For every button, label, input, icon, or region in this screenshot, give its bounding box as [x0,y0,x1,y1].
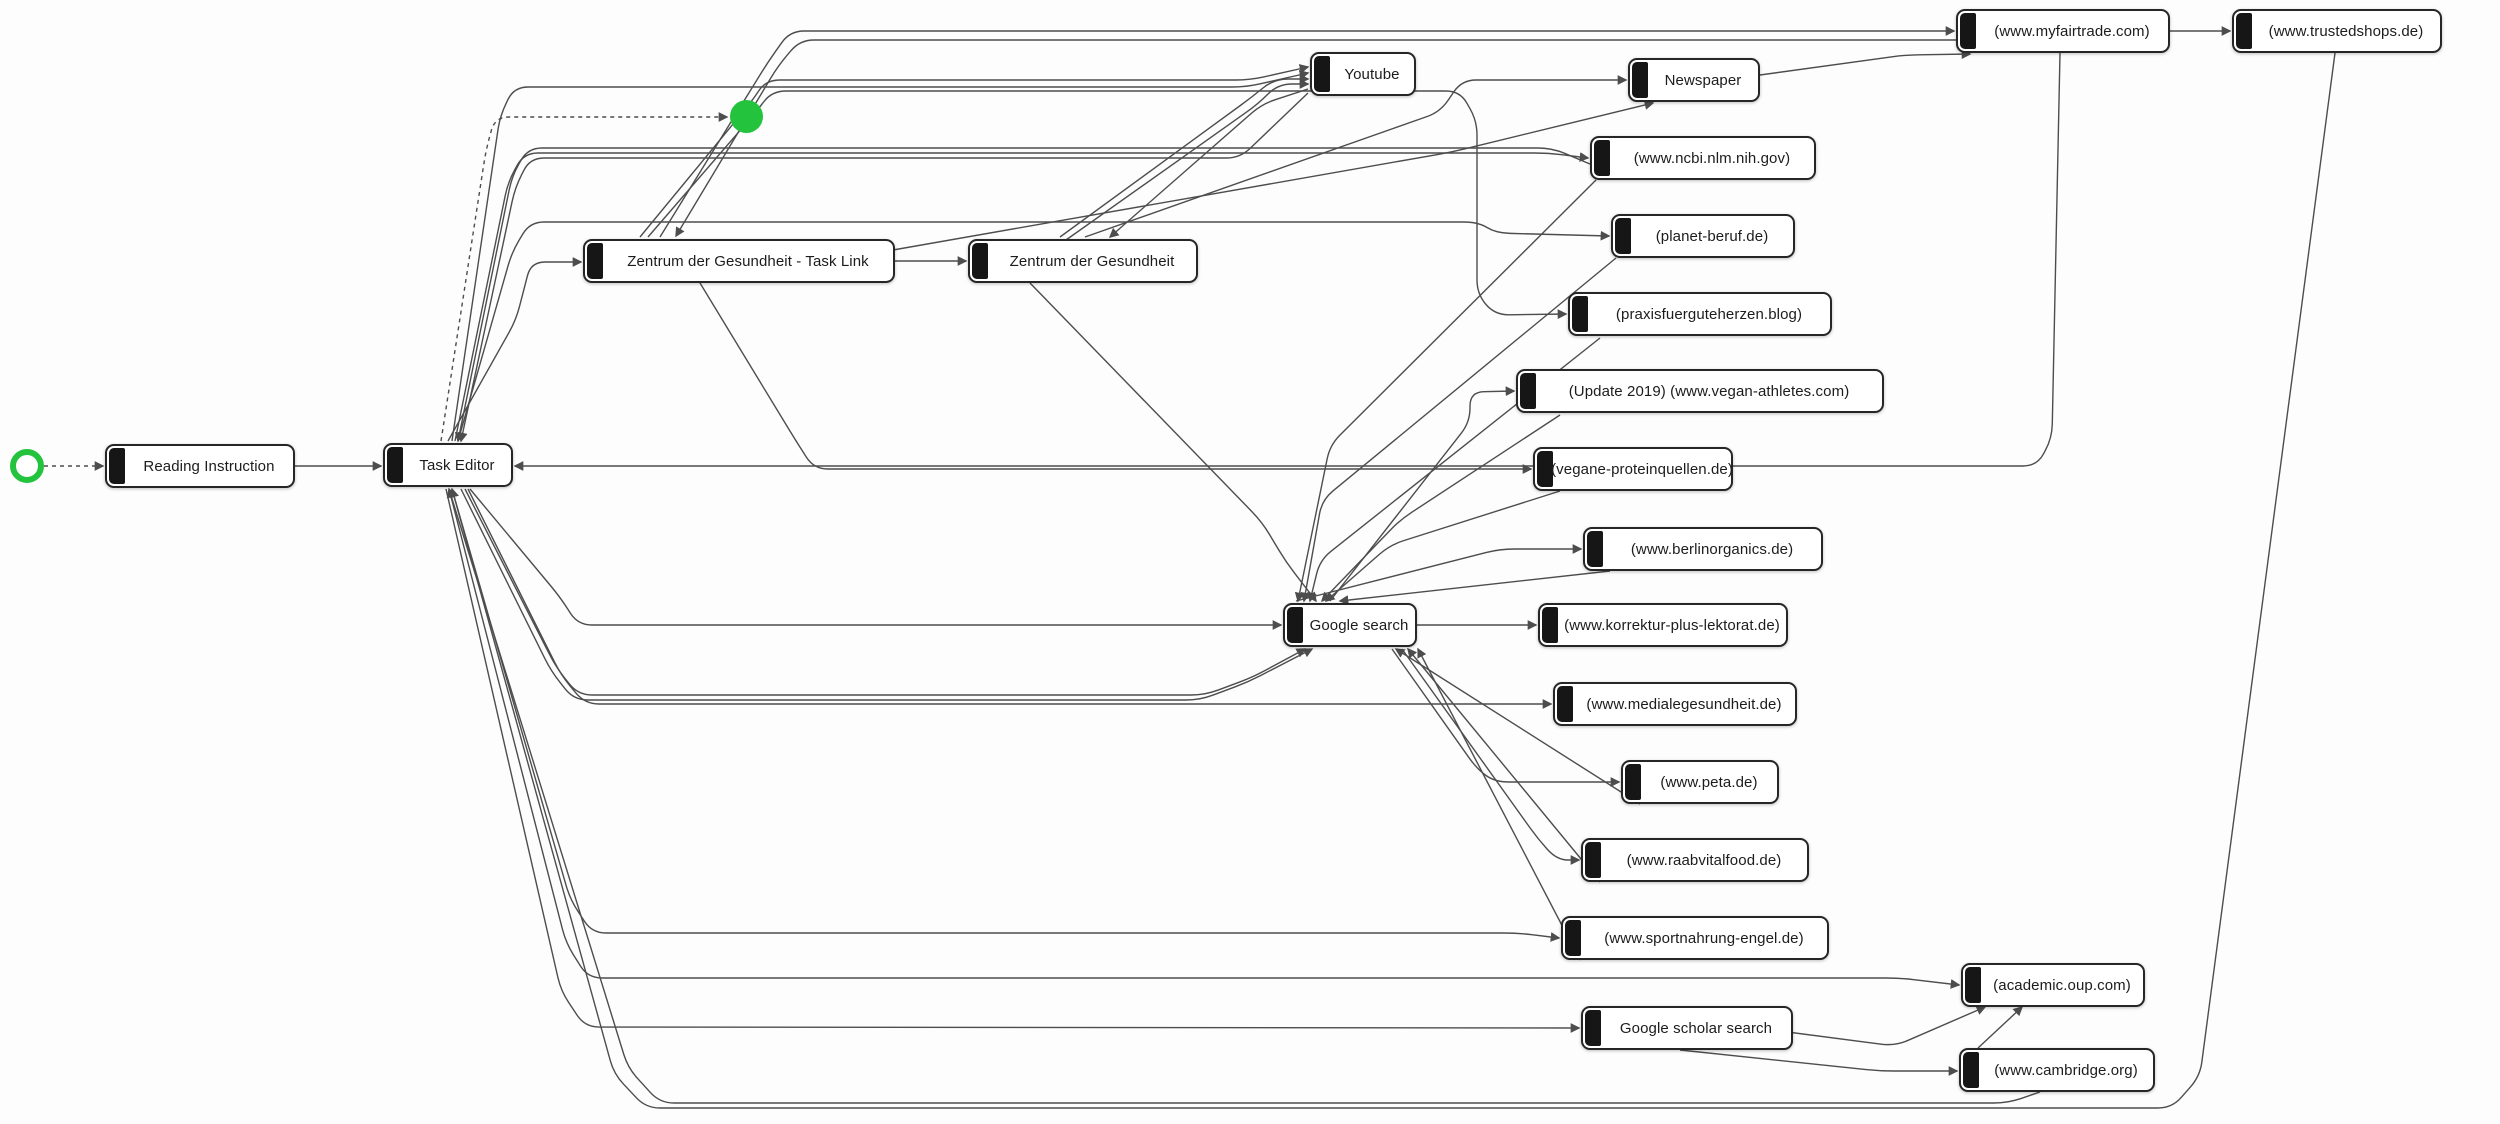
edge-task-editor-to-academic-oup [448,488,1961,989]
node-academic-oup[interactable]: (academic.oup.com) [1961,963,2145,1007]
edge-google-search-to-peta [1391,648,1621,787]
node-trustedshops[interactable]: (www.trustedshops.de) [2232,9,2442,53]
edge-zdg-task-link-to-vegane-proteinquellen [699,282,1533,474]
node-label: (www.trustedshops.de) [2268,22,2424,40]
end-dot-icon [729,99,763,133]
edge-raabvitalfood-to-google-search [1407,647,1601,883]
edge-zdg-task-link-to-newspaper [892,100,1655,251]
edge-sportnahrung-to-google-search [1417,647,1581,961]
edge-task-editor-to-google-search [460,488,1314,701]
node-label: (www.peta.de) [1660,773,1758,791]
node-label: Task Editor [419,456,495,474]
node-label: (academic.oup.com) [1993,976,2131,994]
node-label: (www.cambridge.org) [1994,1061,2138,1079]
edge-task-editor-to-google-search [469,488,1283,630]
edge-ncbi-to-task-editor [454,147,1591,443]
edge-trustedshops-to-task-editor [449,52,2336,1109]
node-label: (www.berlinorganics.de) [1630,540,1794,558]
node-berlinorganics[interactable]: (www.berlinorganics.de) [1583,527,1823,571]
node-zdg[interactable]: Zentrum der Gesundheit [968,239,1198,283]
node-label: Google scholar search [1619,1019,1773,1037]
edge-cambridge-to-academic-oup [1977,1005,2024,1049]
node-newspaper[interactable]: Newspaper [1628,58,1760,102]
edge-task-editor-to-planet-beruf [457,221,1611,442]
edge-task-editor-to-sportnahrung [451,488,1561,942]
start-ring-icon [10,449,44,483]
edge-task-editor-to-google-search [464,488,1307,696]
node-reading-instruction[interactable]: Reading Instruction [105,444,295,488]
node-raabvitalfood[interactable]: (www.raabvitalfood.de) [1581,838,1809,882]
node-label: (praxisfuerguteherzen.blog) [1615,305,1803,323]
edge-task-editor-to-youtube [451,70,1310,442]
edge-google-search-to-berlinorganics [1295,544,1583,602]
edge-youtube-to-task-editor [457,92,1309,443]
edge-zdg-task-link-to-myfairtrade [659,26,1956,238]
edge-google-search-to-raabvitalfood [1401,648,1581,865]
node-label: (vegane-proteinquellen.de) [1551,460,1733,478]
node-cambridge[interactable]: (www.cambridge.org) [1959,1048,2155,1092]
edge-google-search-to-vegan-athletes [1329,386,1516,602]
node-zdg-task-link[interactable]: Zentrum der Gesundheit - Task Link [583,239,895,283]
edge-task-editor-to-google-scholar [445,488,1581,1033]
node-label: Zentrum der Gesundheit - Task Link [627,252,869,270]
edge-youtube-to-zdg [1108,88,1309,238]
node-label: (www.raabvitalfood.de) [1626,851,1782,869]
node-vegane-proteinquellen[interactable]: (vegane-proteinquellen.de) [1533,447,1733,491]
node-google-search[interactable]: Google search [1283,603,1417,647]
node-praxis[interactable]: (praxisfuerguteherzen.blog) [1568,292,1832,336]
node-youtube[interactable]: Youtube [1310,52,1416,96]
edge-google-scholar-to-cambridge [1679,1049,1959,1076]
node-korrektur[interactable]: (www.korrektur-plus-lektorat.de) [1538,603,1788,647]
node-vegan-athletes[interactable]: (Update 2019) (www.vegan-athletes.com) [1516,369,1884,413]
node-ncbi[interactable]: (www.ncbi.nlm.nih.gov) [1590,136,1816,180]
edge-vegane-proteinquellen-to-google-search [1324,490,1561,602]
edge-task-editor-to-zdg-task-link [447,257,583,442]
node-label: (planet-beruf.de) [1655,227,1769,245]
node-label: (www.korrektur-plus-lektorat.de) [1564,616,1780,634]
edge-cambridge-to-task-editor [446,487,2041,1104]
edge-task-editor-to-ncbi [454,152,1590,442]
node-sportnahrung[interactable]: (www.sportnahrung-engel.de) [1561,916,1829,960]
edge-newspaper-to-myfairtrade [1759,49,1972,76]
edge-myfairtrade-to-task-editor [513,52,2061,471]
node-label: Reading Instruction [143,457,275,475]
node-peta[interactable]: (www.peta.de) [1621,760,1779,804]
edge-zdg-to-youtube [1065,79,1310,241]
node-google-scholar[interactable]: Google scholar search [1581,1006,1793,1050]
node-label: Google search [1309,616,1409,634]
edge-ncbi-to-google-search [1294,179,1597,603]
edge-berlinorganics-to-google-search [1338,570,1611,605]
node-label: Newspaper [1664,71,1742,89]
node-label: (Update 2019) (www.vegan-athletes.com) [1568,382,1850,400]
node-label: (www.medialegesundheit.de) [1586,695,1782,713]
node-label: (www.sportnahrung-engel.de) [1604,929,1804,947]
edge-task-editor-to-medialegesundheit [467,488,1553,709]
edge-myfairtrade-to-zdg-task-link [675,39,1956,238]
node-label: Zentrum der Gesundheit [1009,252,1175,270]
edge-zdg-to-google-search [1029,282,1317,603]
edge-vegan-athletes-to-google-search [1320,414,1561,603]
edge-praxis-to-google-search [1307,337,1601,603]
node-medialegesundheit[interactable]: (www.medialegesundheit.de) [1553,682,1797,726]
edge-google-scholar-to-academic-oup [1756,1005,1987,1046]
edge-zdg-to-newspaper [1084,75,1628,238]
edge-zdg-task-link-to-praxis [647,90,1568,320]
node-myfairtrade[interactable]: (www.myfairtrade.com) [1956,9,2170,53]
edge-peta-to-google-search [1394,648,1641,805]
edge-planet-beruf-to-google-search [1300,257,1617,603]
node-task-editor[interactable]: Task Editor [383,443,513,487]
node-label: (www.myfairtrade.com) [1994,22,2150,40]
node-label: Youtube [1344,65,1400,83]
node-planet-beruf[interactable]: (planet-beruf.de) [1611,214,1795,258]
node-label: (www.ncbi.nlm.nih.gov) [1633,149,1791,167]
